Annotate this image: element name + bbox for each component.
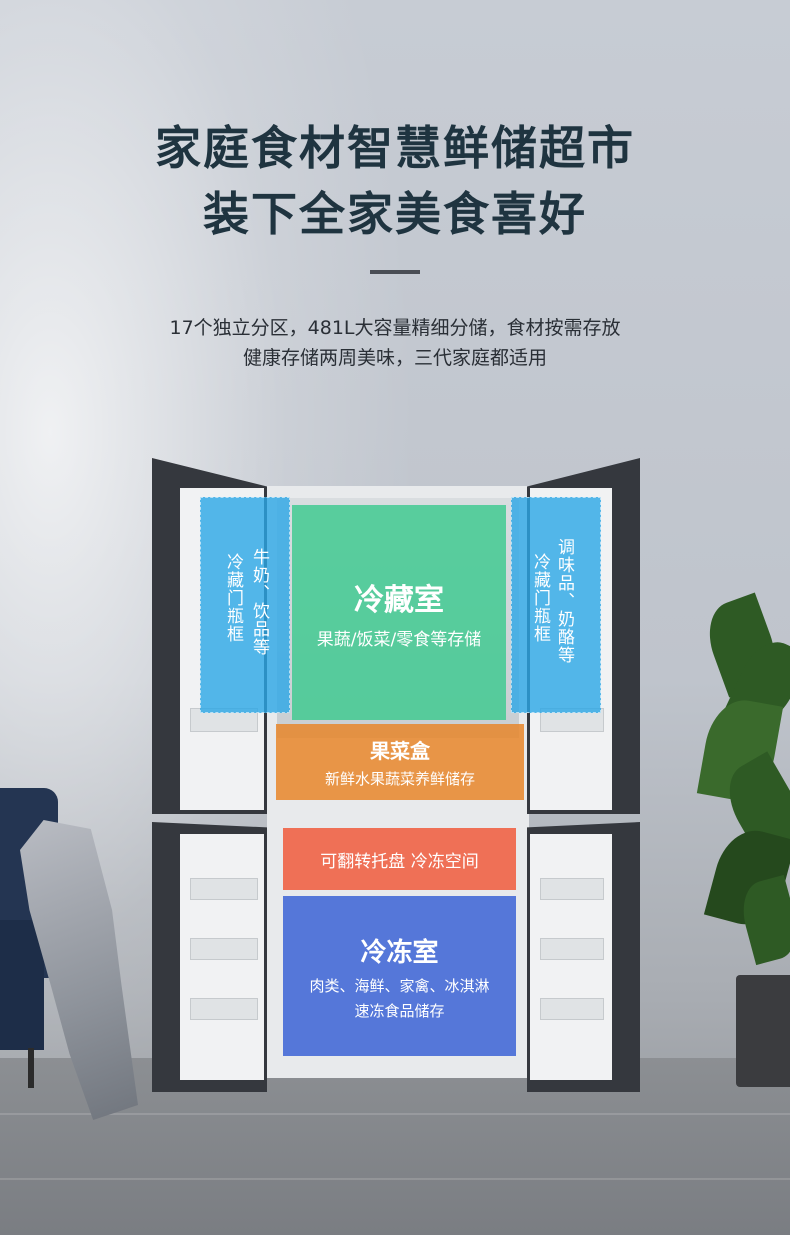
headline-line1: 家庭食材智慧鲜储超市 <box>155 121 635 175</box>
description-line1: 17个独立分区，481L大容量精细分储，食材按需存放 <box>169 317 621 339</box>
freezer-zone-desc2: 速冻食品储存 <box>354 1001 445 1020</box>
right-door-bin-zone: 冷藏门瓶框 调味品、奶酪等 <box>511 497 601 713</box>
flip-tray-text: 可翻转托盘 冷冻空间 <box>320 851 479 872</box>
freezer-zone-title: 冷冻室 <box>360 937 439 968</box>
right-door-label2: 调味品、奶酪等 <box>554 538 574 664</box>
sofa-arm <box>0 920 44 1050</box>
headline-line2: 装下全家美食喜好 <box>203 187 587 241</box>
right-door-label1: 冷藏门瓶框 <box>530 553 550 643</box>
fridge-zone-desc: 果蔬/饭菜/零食等存储 <box>316 630 482 650</box>
crisper-zone-title: 果菜盒 <box>370 739 430 763</box>
freezer-zone: 冷冻室 肉类、海鲜、家禽、冰淇淋 速冻食品储存 <box>283 896 516 1056</box>
crisper-drawer-zone: 果菜盒 新鲜水果蔬菜养鲜储存 <box>276 724 524 800</box>
flip-tray-zone: 可翻转托盘 冷冻空间 <box>283 828 516 890</box>
freezer-zone-desc1: 肉类、海鲜、家禽、冰淇淋 <box>309 976 490 995</box>
left-door-bin-zone: 冷藏门瓶框 牛奶、饮品等 <box>200 497 290 713</box>
fridge-compartment-zone: 冷藏室 果蔬/饭菜/零食等存储 <box>292 505 506 720</box>
fridge-zone-title: 冷藏室 <box>354 583 444 618</box>
sofa-leg <box>28 1048 34 1088</box>
description-line2: 健康存储两周美味，三代家庭都适用 <box>242 347 547 369</box>
left-door-label1: 冷藏门瓶框 <box>223 553 243 643</box>
left-door-label2: 牛奶、饮品等 <box>249 548 269 656</box>
title-divider <box>370 270 420 274</box>
crisper-zone-desc: 新鲜水果蔬菜养鲜储存 <box>324 770 475 788</box>
